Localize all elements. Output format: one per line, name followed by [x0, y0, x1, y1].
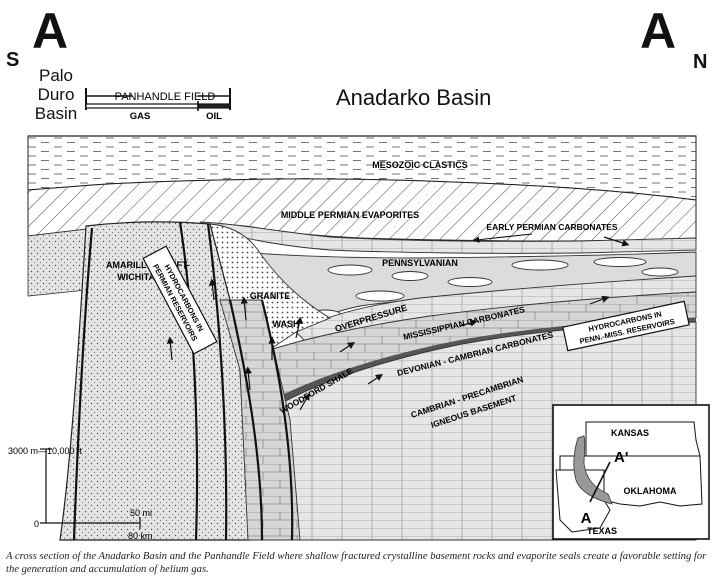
oil-label: OIL [206, 111, 222, 122]
amarillo-uplift-block [59, 221, 251, 541]
granite-wash-label-line1: GRANITE [250, 291, 291, 301]
inset-texas-label: TEXAS [587, 526, 617, 536]
pennsylvanian-label: PENNSYLVANIAN [382, 258, 458, 268]
panhandle-field-bar [85, 88, 231, 111]
cross-section-diagram: PANHANDLE FIELD GAS OIL [8, 88, 710, 541]
mesozoic-clastics-label: MESOZOIC CLASTICS [372, 160, 468, 170]
basin-word: Palo [38, 66, 74, 85]
direction-north: N [693, 51, 708, 73]
inset-a-prime-label: A' [614, 449, 628, 466]
granite-wash-label-line2: WASH [273, 319, 300, 329]
middle-permian-label: MIDDLE PERMIAN EVAPORITES [281, 210, 419, 220]
figure-caption: A cross section of the Anadarko Basin an… [6, 551, 707, 575]
early-permian-carbonates-layer [199, 221, 697, 254]
scale-zero-label: 0 [34, 519, 39, 529]
inset-oklahoma-label: OKLAHOMA [624, 486, 677, 496]
diagram-title: Anadarko Basin [336, 85, 492, 110]
migration-arrows [166, 236, 630, 411]
early-permian-label: EARLY PERMIAN CARBONATES [486, 222, 617, 232]
section-end-letter: A [640, 3, 677, 59]
scale-mi-label: 50 mi [130, 508, 152, 518]
fault-lines [72, 221, 294, 541]
early-permian-pointer [472, 233, 533, 243]
scale-km-label: 80 km [128, 531, 153, 541]
inset-kansas-label: KANSAS [611, 428, 649, 438]
basin-word: Basin [34, 104, 78, 123]
vertical-scale-label: 3000 m—10,000 ft [8, 446, 83, 456]
inset-a-label: A [581, 510, 592, 527]
direction-south: S [6, 49, 20, 71]
palo-duro-basin-label: Palo Duro Basin [26, 66, 86, 123]
section-start-letter: A [32, 3, 69, 59]
panhandle-field-label: PANHANDLE FIELD [115, 91, 216, 103]
uplift-label-line2: WICHITA MTS. [117, 272, 179, 282]
gas-label: GAS [130, 111, 151, 122]
basin-word: Duro [37, 85, 75, 104]
location-inset-map [552, 404, 710, 540]
scale-bar [40, 448, 141, 529]
